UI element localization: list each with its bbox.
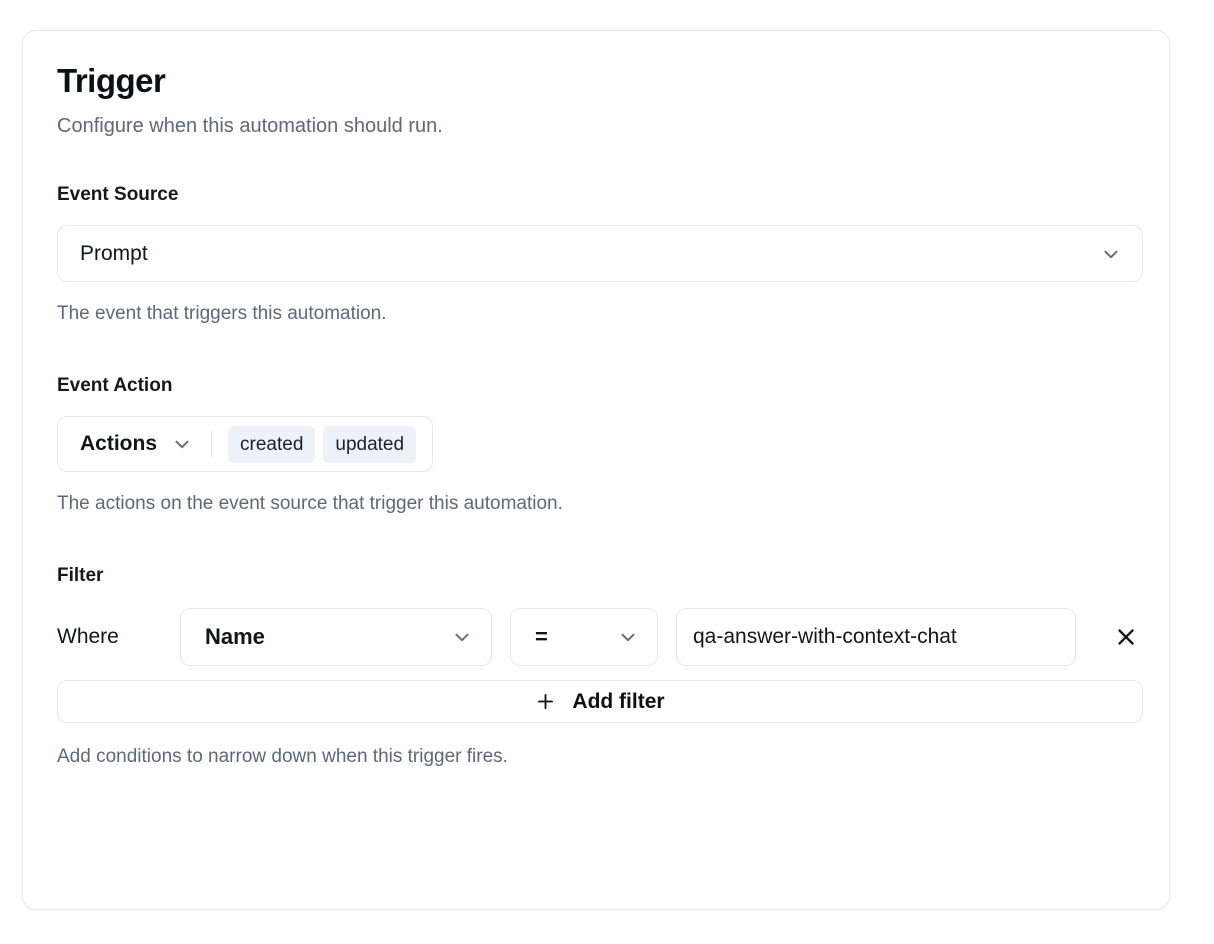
chevron-down-icon	[621, 633, 635, 642]
remove-filter-button[interactable]	[1108, 619, 1144, 655]
filter-operator-select[interactable]: =	[510, 608, 658, 666]
filter-operator-value: =	[535, 624, 548, 649]
event-action-multiselect[interactable]: Actions created updated	[57, 416, 434, 472]
chevron-down-icon	[1104, 250, 1118, 258]
event-action-label: Event Action	[57, 375, 173, 396]
where-label: Where	[57, 625, 119, 648]
chevron-down-icon	[455, 633, 469, 642]
plus-icon	[538, 694, 554, 709]
event-source-select[interactable]: Prompt	[57, 225, 1143, 282]
event-action-chip[interactable]: updated	[323, 425, 417, 463]
filter-value-input[interactable]	[676, 608, 1076, 666]
filter-field-value: Name	[205, 624, 265, 649]
event-source-value: Prompt	[80, 241, 148, 265]
filter-group: Filter Where Name =	[57, 564, 1143, 769]
page-subtitle: Configure when this automation should ru…	[57, 115, 443, 137]
add-filter-label: Add filter	[572, 689, 665, 713]
event-action-hint: The actions on the event source that tri…	[57, 493, 563, 514]
event-source-hint: The event that triggers this automation.	[57, 303, 387, 324]
filter-row: Where Name =	[57, 608, 1135, 666]
event-source-group: Event Source Prompt The event that trigg…	[57, 183, 1143, 326]
trigger-card-body: Trigger Configure when this automation s…	[23, 31, 1169, 769]
event-action-group: Event Action Actions created updated The…	[57, 374, 1135, 516]
event-source-label: Event Source	[57, 184, 179, 205]
filter-field-select[interactable]: Name	[180, 608, 492, 666]
event-action-chip[interactable]: created	[228, 425, 316, 463]
event-action-chip-list: created updated	[212, 425, 417, 463]
filter-label: Filter	[57, 565, 104, 586]
chevron-down-icon	[175, 440, 189, 449]
trigger-card: Trigger Configure when this automation s…	[22, 30, 1170, 910]
page-title: Trigger	[57, 62, 166, 99]
event-action-dropdown-label: Actions	[80, 432, 158, 455]
add-filter-button[interactable]: Add filter	[57, 680, 1143, 723]
divider	[211, 431, 213, 457]
filter-hint: Add conditions to narrow down when this …	[57, 746, 508, 767]
close-icon	[1118, 629, 1134, 645]
event-action-dropdown-trigger[interactable]: Actions	[80, 432, 211, 456]
